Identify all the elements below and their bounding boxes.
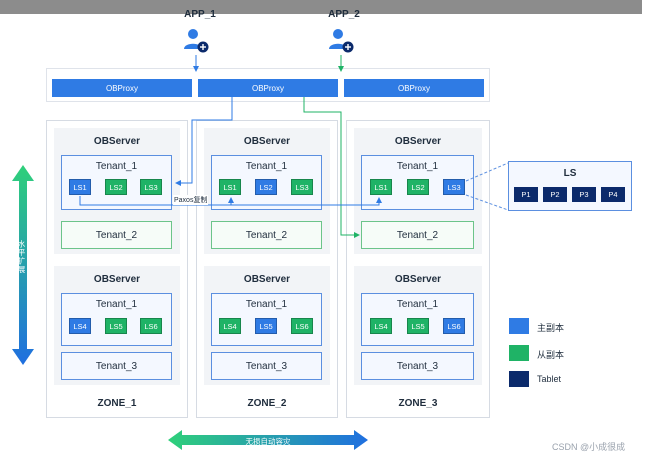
- failover-arrow: [168, 430, 368, 450]
- zone-label: ZONE_3: [398, 398, 438, 409]
- ls-leader: LS1: [69, 179, 91, 195]
- tenant-label: Tenant_1: [396, 161, 439, 172]
- partition-box: P1: [514, 187, 538, 202]
- tenant-label: Tenant_2: [396, 230, 439, 241]
- zone-label: ZONE_2: [247, 398, 287, 409]
- tenant-box: [361, 352, 474, 380]
- legend-label: 从副本: [537, 350, 565, 360]
- paxos-label: Paxos复制: [173, 195, 209, 205]
- legend-swatch-follower: [509, 345, 529, 361]
- tenant-label: Tenant_1: [245, 161, 288, 172]
- ls-detail-panel: [508, 161, 632, 211]
- legend-swatch-tablet: [509, 371, 529, 387]
- tenant-label: Tenant_3: [245, 361, 288, 372]
- ls-follower: LS4: [219, 318, 241, 334]
- ls-follower: LS2: [105, 179, 127, 195]
- ls-leader: LS5: [255, 318, 277, 334]
- legend-label: 主副本: [537, 323, 565, 333]
- ls-detail-title: LS: [563, 168, 577, 179]
- legend-swatch-leader: [509, 318, 529, 334]
- tenant-label: Tenant_2: [95, 230, 138, 241]
- tenant-label: Tenant_3: [396, 361, 439, 372]
- observer-title: OBServer: [394, 274, 442, 285]
- tenant-box: [361, 221, 474, 249]
- ls-follower: LS6: [291, 318, 313, 334]
- ls-leader: LS6: [443, 318, 465, 334]
- user-add-icon: [184, 29, 209, 53]
- tenant-box: [211, 352, 322, 380]
- tenant-label: Tenant_1: [95, 161, 138, 172]
- legend-label: Tablet: [537, 374, 562, 384]
- observer-title: OBServer: [93, 136, 141, 147]
- observer-title: OBServer: [243, 274, 291, 285]
- ls-follower: LS6: [140, 318, 162, 334]
- vertical-scale-arrow: [12, 165, 34, 365]
- tenant-label: Tenant_3: [95, 361, 138, 372]
- partition-box: P4: [601, 187, 625, 202]
- partition-box: P3: [572, 187, 596, 202]
- user-add-icon: [329, 29, 354, 53]
- obproxy-3: OBProxy: [344, 79, 484, 97]
- ls-leader: LS3: [443, 179, 465, 195]
- horizontal-scale-label: 水平扩展: [17, 240, 26, 274]
- ls-leader: LS2: [255, 179, 277, 195]
- partition-box: P2: [543, 187, 567, 202]
- ls-follower: LS2: [407, 179, 429, 195]
- tenant-box: [61, 221, 172, 249]
- observer-title: OBServer: [93, 274, 141, 285]
- ls-follower: LS5: [407, 318, 429, 334]
- ls-follower: LS1: [370, 179, 392, 195]
- ls-follower: LS3: [291, 179, 313, 195]
- observer-title: OBServer: [394, 136, 442, 147]
- tenant-label: Tenant_2: [245, 230, 288, 241]
- tenant-label: Tenant_1: [245, 299, 288, 310]
- observer-title: OBServer: [243, 136, 291, 147]
- ls-follower: LS5: [105, 318, 127, 334]
- tenant-box: [61, 352, 172, 380]
- ls-follower: LS3: [140, 179, 162, 195]
- app-2-label: APP_2: [328, 9, 360, 20]
- ls-leader: LS4: [69, 318, 91, 334]
- zone-label: ZONE_1: [97, 398, 137, 409]
- app-1-label: APP_1: [184, 9, 216, 20]
- obproxy-2: OBProxy: [198, 79, 338, 97]
- tenant-label: Tenant_1: [396, 299, 439, 310]
- ls-follower: LS1: [219, 179, 241, 195]
- ls-follower: LS4: [370, 318, 392, 334]
- top-bar: [0, 0, 642, 14]
- failover-label: 无损自动容灾: [245, 437, 291, 446]
- watermark: CSDN @小成很成: [552, 442, 626, 452]
- obproxy-1: OBProxy: [52, 79, 192, 97]
- tenant-label: Tenant_1: [95, 299, 138, 310]
